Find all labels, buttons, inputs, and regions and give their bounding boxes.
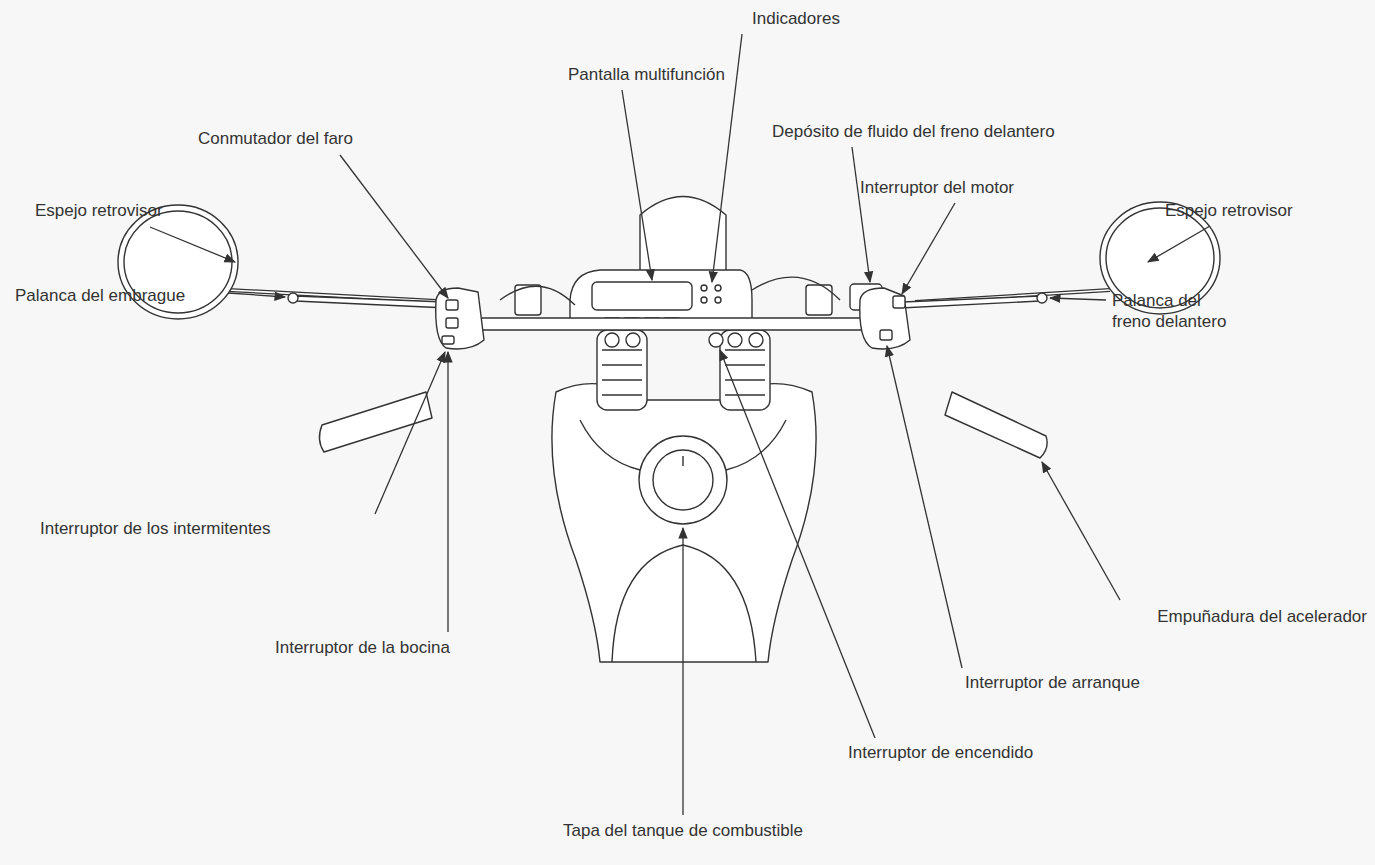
part-label: Palanca del freno delantero xyxy=(1112,290,1237,332)
part-label: Interruptor de la bocina xyxy=(275,637,450,658)
part-label: Palanca del embrague xyxy=(15,285,185,306)
part-label: Conmutador del faro xyxy=(198,128,353,149)
part-label: Espejo retrovisor xyxy=(1165,200,1293,221)
leader-lines xyxy=(150,34,1210,815)
fork-leg xyxy=(597,330,647,410)
part-label: Interruptor de los intermitentes xyxy=(40,518,271,539)
part-label: Empuñadura del acelerador xyxy=(1157,606,1367,627)
brake-lever xyxy=(880,296,1040,309)
ignition-switch xyxy=(709,333,723,347)
part-label: Pantalla multifunción xyxy=(568,64,725,85)
left-switch-housing xyxy=(436,288,484,349)
fuel-cap xyxy=(639,436,727,524)
part-label: Interruptor de encendido xyxy=(848,742,1033,763)
throttle-grip xyxy=(945,392,1047,458)
fuel-tank xyxy=(552,384,816,662)
right-switch-housing xyxy=(860,288,910,349)
part-label: Interruptor del motor xyxy=(860,177,1014,198)
part-label: Tapa del tanque de combustible xyxy=(563,820,803,841)
part-label: Indicadores xyxy=(752,8,840,29)
part-label: Depósito de fluido del freno delantero xyxy=(772,121,1055,142)
part-label: Interruptor de arranque xyxy=(965,672,1140,693)
handlebar xyxy=(470,318,880,330)
part-label: Espejo retrovisor xyxy=(35,200,163,221)
seat-line xyxy=(612,545,756,662)
